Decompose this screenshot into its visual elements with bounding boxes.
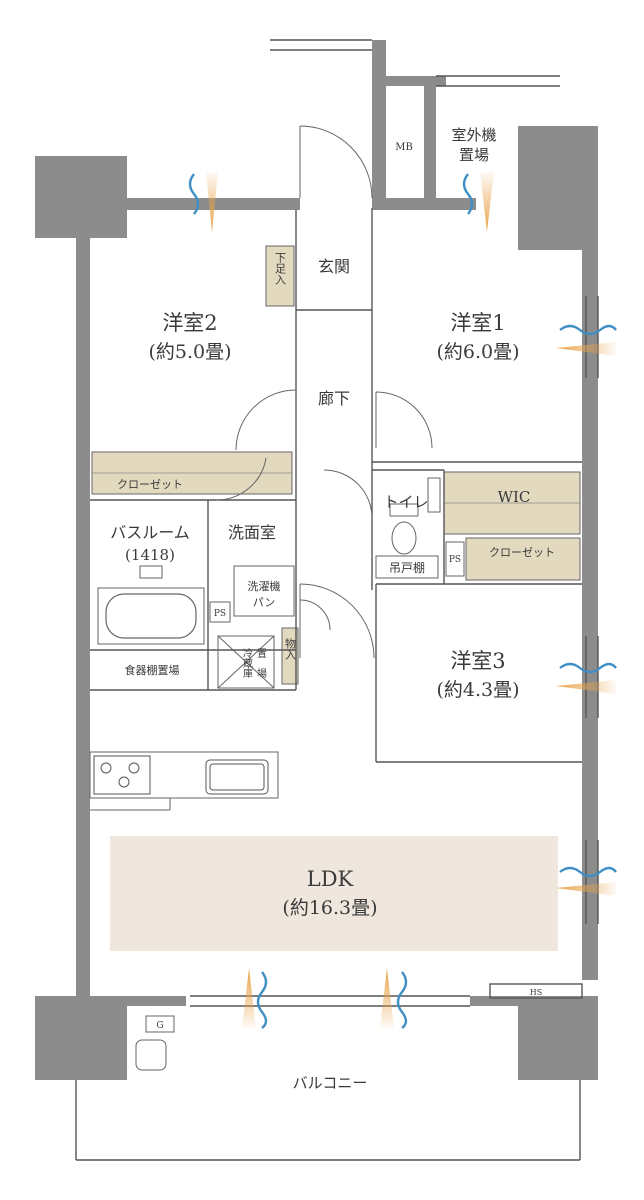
hallway-label: 廊下 xyxy=(318,389,350,408)
room-name-ldk: LDK xyxy=(307,867,354,891)
gas-label: G xyxy=(156,1021,163,1031)
balcony-label: バルコニー xyxy=(293,1074,368,1092)
airflow-icon xyxy=(188,172,617,1029)
ps-left-box xyxy=(209,601,231,623)
entrance-label: 玄関 xyxy=(318,257,350,276)
washer-pan-line2: パン xyxy=(253,596,276,609)
ps-left-label: PS xyxy=(214,609,226,619)
drain-box xyxy=(135,1039,167,1071)
hanging-shelf-label: 吊戸棚 xyxy=(389,560,425,575)
room-size-western1: (約6.0畳) xyxy=(436,341,519,363)
bathtub-icon xyxy=(97,565,205,645)
ps-right-label: PS xyxy=(449,555,461,565)
room-name-western1: 洋室1 xyxy=(450,311,505,335)
kitchen-counter xyxy=(89,751,279,811)
mb-label: MB xyxy=(395,142,413,153)
storage-label: 物入 xyxy=(284,637,297,660)
stove-icon xyxy=(93,755,151,795)
fridge-box xyxy=(217,635,275,689)
closet-right-fill xyxy=(465,537,581,581)
shoe-box-label: 下足入 xyxy=(274,252,287,285)
outdoor-unit-line2: 置場 xyxy=(459,146,489,164)
bathroom-size: (1418) xyxy=(125,546,175,564)
ps-right-box xyxy=(445,541,465,577)
wic-label: WIC xyxy=(498,488,531,506)
room-name-western2: 洋室2 xyxy=(162,311,217,335)
ldk-floor-area xyxy=(110,836,558,951)
shoe-box-fill xyxy=(265,245,295,307)
interior-walls xyxy=(75,39,599,1161)
washroom-label: 洗面室 xyxy=(228,523,276,542)
storage-fill xyxy=(281,627,299,685)
fridge-col2: 置 場 xyxy=(255,648,267,679)
door-swing-icon xyxy=(215,125,433,659)
room-name-western3: 洋室3 xyxy=(450,649,505,673)
room-size-western2: (約5.0畳) xyxy=(148,341,231,363)
walls xyxy=(35,40,598,1080)
washer-pan-box xyxy=(233,565,295,617)
washer-pan-line1: 洗濯機 xyxy=(248,579,281,593)
closet-right-label: クローゼット xyxy=(489,546,555,559)
room-size-western3: (約4.3畳) xyxy=(436,679,519,701)
bathroom-label: バスルーム xyxy=(110,523,190,542)
fridge-col1: 冷蔵庫 xyxy=(241,647,253,679)
pantry-label: 食器棚置場 xyxy=(125,663,180,677)
room-size-ldk: (約16.3畳) xyxy=(282,897,377,919)
sink-icon xyxy=(205,759,269,795)
closet-left-label: クローゼット xyxy=(117,478,183,491)
gas-meter-box xyxy=(145,1015,175,1033)
outdoor-unit-line1: 室外機 xyxy=(451,126,496,144)
toilet-label: トイレ xyxy=(383,493,428,511)
toilet-icon xyxy=(375,477,441,579)
hs-label: HS xyxy=(530,988,542,997)
